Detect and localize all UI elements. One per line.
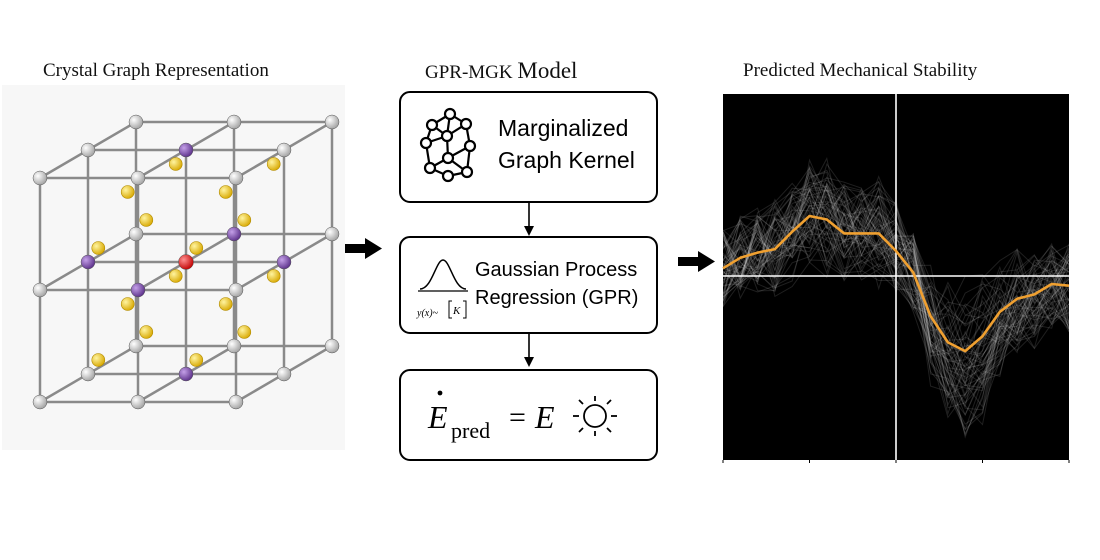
corner-atom [80,366,96,382]
face-atom [276,254,292,270]
interstitial-atom [168,269,183,283]
interstitial-atom [218,185,233,199]
interstitial-atom [120,185,135,199]
corner-atom [228,282,244,298]
down-arrow-icon [524,202,534,236]
corner-atom [228,170,244,186]
corner-atom [276,142,292,158]
stability-plot [722,94,1070,463]
prediction-rhs: E [534,399,555,435]
face-atom [226,226,242,242]
gpr-formula: y(x)~ [416,308,439,319]
gpr-bracket [448,300,467,319]
face-atom [80,254,96,270]
crystal-lattice [2,85,345,450]
network-graph-icon [419,107,477,183]
lattice-atoms [32,114,340,410]
crystal-graph-title: Crystal Graph Representation [43,60,269,81]
corner-atom [32,394,48,410]
face-atom [178,142,194,158]
prediction-dot [437,390,443,396]
corner-atom [128,114,144,130]
corner-atom [228,394,244,410]
corner-atom [324,114,340,130]
corner-atom [128,226,144,242]
interstitial-atom [168,157,183,171]
interstitial-atom [237,213,252,227]
face-atom [130,282,146,298]
interstitial-atom [139,213,154,227]
prediction-equals: = [509,401,526,434]
corner-atom [130,170,146,186]
corner-atom [32,282,48,298]
right-arrow-icon [678,251,715,272]
prediction-subscript: pred [451,418,490,443]
model-title-suffix: Model [517,58,578,83]
right-arrow-icon [345,238,382,259]
gaussian-curve-icon [418,259,468,292]
corner-atom [324,338,340,354]
interstitial-atom [91,353,106,367]
corner-atom [32,170,48,186]
interstitial-atom [266,157,281,171]
face-atom [178,366,194,382]
kernel-label-line2: Graph Kernel [498,147,635,173]
corner-atom [276,366,292,382]
interstitial-atom [189,353,204,367]
sun-icon [573,396,617,436]
interstitial-atom [266,269,281,283]
down-arrow-icon [524,333,534,367]
center-atom [178,254,194,270]
interstitial-atom [120,297,135,311]
model-title-prefix: GPR-MGK [425,62,513,83]
gpr-label-line2: Regression (GPR) [475,287,638,309]
corner-atom [128,338,144,354]
corner-atom [226,338,242,354]
prediction-box: E pred = E [399,369,658,461]
gpr-label-line1: Gaussian Process [475,259,637,281]
gpr-box: y(x)~ K Gaussian Process Regression (GPR… [399,236,658,334]
interstitial-atom [139,325,154,339]
predicted-curve [722,214,1070,353]
corner-atom [80,142,96,158]
kernel-label-line1: Marginalized [498,115,628,141]
interstitial-atom [91,241,106,255]
prediction-lhs: E [427,399,448,435]
x-axis-ticks [722,460,1070,463]
corner-atom [130,394,146,410]
prediction-title: Predicted Mechanical Stability [743,60,978,81]
interstitial-atom [189,241,204,255]
kernel-box: Marginalized Graph Kernel [399,91,658,203]
interstitial-atoms [91,157,281,367]
model-title: GPR-MGK Model [425,58,577,84]
gpr-bracket-label: K [452,305,461,317]
interstitial-atom [218,297,233,311]
interstitial-atom [237,325,252,339]
corner-atom [324,226,340,242]
corner-atom [226,114,242,130]
